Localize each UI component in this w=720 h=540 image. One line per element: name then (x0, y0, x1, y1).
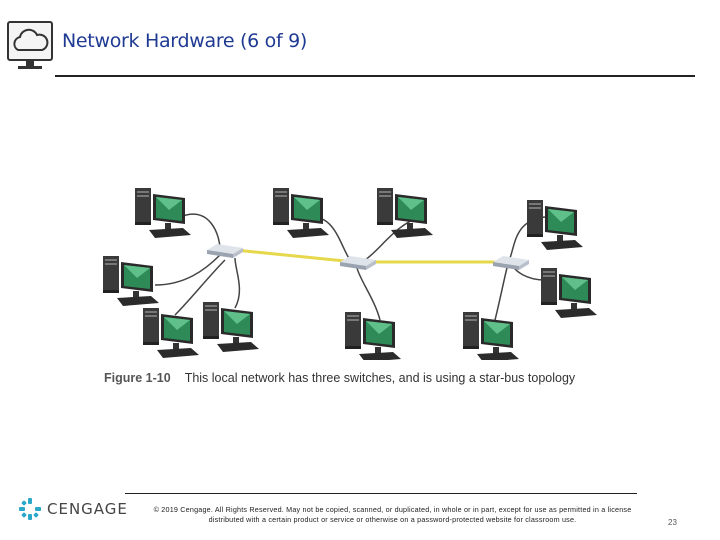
cengage-logo: CENGAGE (18, 497, 128, 521)
computer-icon (273, 188, 329, 238)
computer-icon (135, 188, 191, 238)
switch-icon (340, 256, 376, 270)
figure-number: Figure 1-10 (104, 371, 171, 385)
computer-icon (203, 302, 259, 352)
figure-caption-text: This local network has three switches, a… (184, 371, 576, 385)
copyright-line-1: © 2019 Cengage. All Rights Reserved. May… (153, 505, 632, 514)
copyright-notice: © 2019 Cengage. All Rights Reserved. May… (140, 505, 645, 525)
title-divider (55, 75, 695, 77)
computer-icon (377, 188, 433, 238)
computer-icon (527, 200, 583, 250)
copyright-line-2: distributed with a certain product or se… (208, 515, 577, 524)
switch-icon (493, 256, 529, 270)
computer-icon (143, 308, 199, 358)
figure-caption: Figure 1-10 This local network has three … (104, 371, 575, 385)
cengage-logo-icon (19, 498, 41, 520)
switch-icon (207, 244, 243, 258)
page-number: 23 (668, 518, 677, 527)
brand-name: CENGAGE (47, 500, 128, 518)
computer-icon (345, 312, 401, 360)
computer-icon (463, 312, 519, 360)
slide-title: Network Hardware (6 of 9) (62, 30, 308, 52)
computer-icon (103, 256, 159, 306)
network-figure (103, 188, 597, 360)
cloud-monitor-icon (7, 21, 53, 69)
computer-icon (541, 268, 597, 318)
footer-divider (125, 493, 637, 494)
